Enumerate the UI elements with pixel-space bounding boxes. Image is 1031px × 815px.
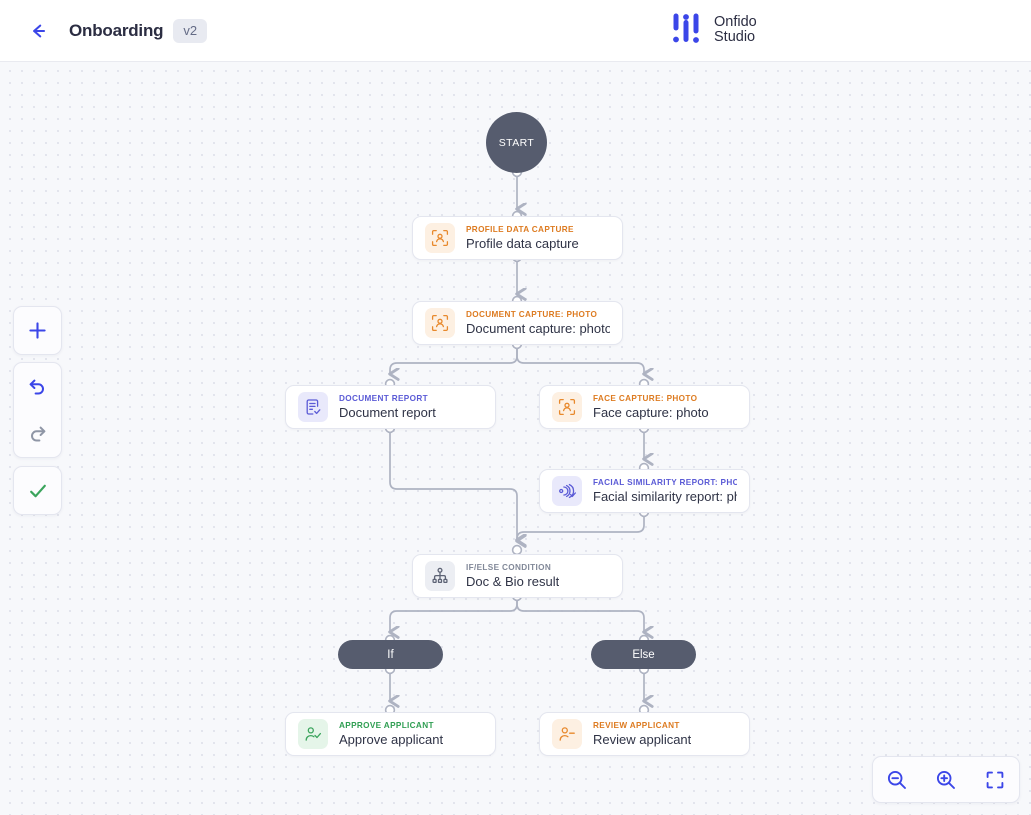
branch-pill-else[interactable]: Else (591, 640, 696, 669)
node-kicker: FACIAL SIMILARITY REPORT: PHOTO (593, 478, 737, 487)
node-document-capture-photo[interactable]: DOCUMENT CAPTURE: PHOTO Document capture… (412, 301, 623, 345)
zoom-in-button[interactable] (930, 764, 962, 796)
node-kicker: PROFILE DATA CAPTURE (466, 225, 574, 234)
start-node[interactable]: START (486, 112, 547, 173)
brand-logo: Onfido Studio (672, 13, 757, 47)
node-title: Facial similarity report: photo (593, 489, 737, 504)
validate-button[interactable] (14, 467, 61, 514)
node-review-applicant[interactable]: REVIEW APPLICANT Review applicant (539, 712, 750, 756)
brand-name-line1: Onfido (714, 13, 757, 30)
branch-pill-if[interactable]: If (338, 640, 443, 669)
node-kicker: APPROVE APPLICANT (339, 721, 434, 730)
redo-button[interactable] (14, 410, 61, 457)
user-check-icon (298, 719, 328, 749)
node-title: Doc & Bio result (466, 574, 560, 589)
check-icon (29, 484, 46, 497)
node-document-report[interactable]: DOCUMENT REPORT Document report (285, 385, 496, 429)
arrow-left-icon (33, 24, 46, 37)
node-facial-similarity-report-photo[interactable]: FACIAL SIMILARITY REPORT: PHOTO Facial s… (539, 469, 750, 513)
node-ifelse-condition[interactable]: IF/ELSE CONDITION Doc & Bio result (412, 554, 623, 598)
add-node-button[interactable] (14, 307, 61, 354)
toolbar-history-group (13, 362, 62, 458)
flow-connectors (384, 166, 1031, 716)
zoom-out-icon (887, 770, 906, 789)
face-scan-icon (425, 223, 455, 253)
node-approve-applicant[interactable]: APPROVE APPLICANT Approve applicant (285, 712, 496, 756)
node-kicker: FACE CAPTURE: PHOTO (593, 394, 698, 403)
node-face-capture-photo[interactable]: FACE CAPTURE: PHOTO Face capture: photo (539, 385, 750, 429)
redo-icon (31, 426, 46, 442)
zoom-in-icon (936, 770, 955, 789)
document-check-icon (298, 392, 328, 422)
node-title: Review applicant (593, 732, 692, 747)
branch-pill-if-label: If (387, 648, 394, 661)
branch-pill-else-label: Else (632, 648, 655, 661)
node-title: Approve applicant (339, 732, 444, 747)
page-title: Onboarding (69, 20, 164, 40)
node-kicker: DOCUMENT REPORT (339, 394, 428, 403)
toolbar-validate-group (13, 466, 62, 515)
face-similarity-icon (552, 476, 582, 506)
flow-canvas[interactable]: START PROFILE DATA CAPTURE Profile data … (0, 62, 1031, 815)
toolbar-add-group (13, 306, 62, 355)
plus-icon (29, 322, 46, 339)
back-button[interactable] (21, 14, 55, 48)
node-profile-data-capture[interactable]: PROFILE DATA CAPTURE Profile data captur… (412, 216, 623, 260)
undo-icon (29, 379, 44, 395)
node-title: Document report (339, 405, 436, 420)
fit-screen-icon (986, 771, 1004, 788)
brand-name-line2: Studio (714, 29, 756, 45)
onfido-slider-icon (673, 13, 699, 43)
user-minus-icon (552, 719, 582, 749)
node-kicker: REVIEW APPLICANT (593, 721, 680, 730)
face-scan-icon (552, 392, 582, 422)
node-kicker: IF/ELSE CONDITION (466, 563, 552, 572)
version-badge: v2 (173, 18, 208, 43)
start-node-label: START (498, 136, 535, 149)
node-title: Face capture: photo (593, 405, 709, 420)
node-title: Document capture: photo (466, 321, 610, 336)
face-scan-icon (425, 308, 455, 338)
node-title: Profile data capture (466, 236, 579, 251)
fit-screen-button[interactable] (979, 764, 1011, 796)
zoom-controls (872, 756, 1020, 803)
zoom-out-button[interactable] (881, 764, 913, 796)
node-kicker: DOCUMENT CAPTURE: PHOTO (466, 310, 598, 319)
undo-button[interactable] (14, 363, 61, 410)
branch-icon (425, 561, 455, 591)
app-header: Onboarding v2 Onfido Studio (0, 0, 1031, 62)
